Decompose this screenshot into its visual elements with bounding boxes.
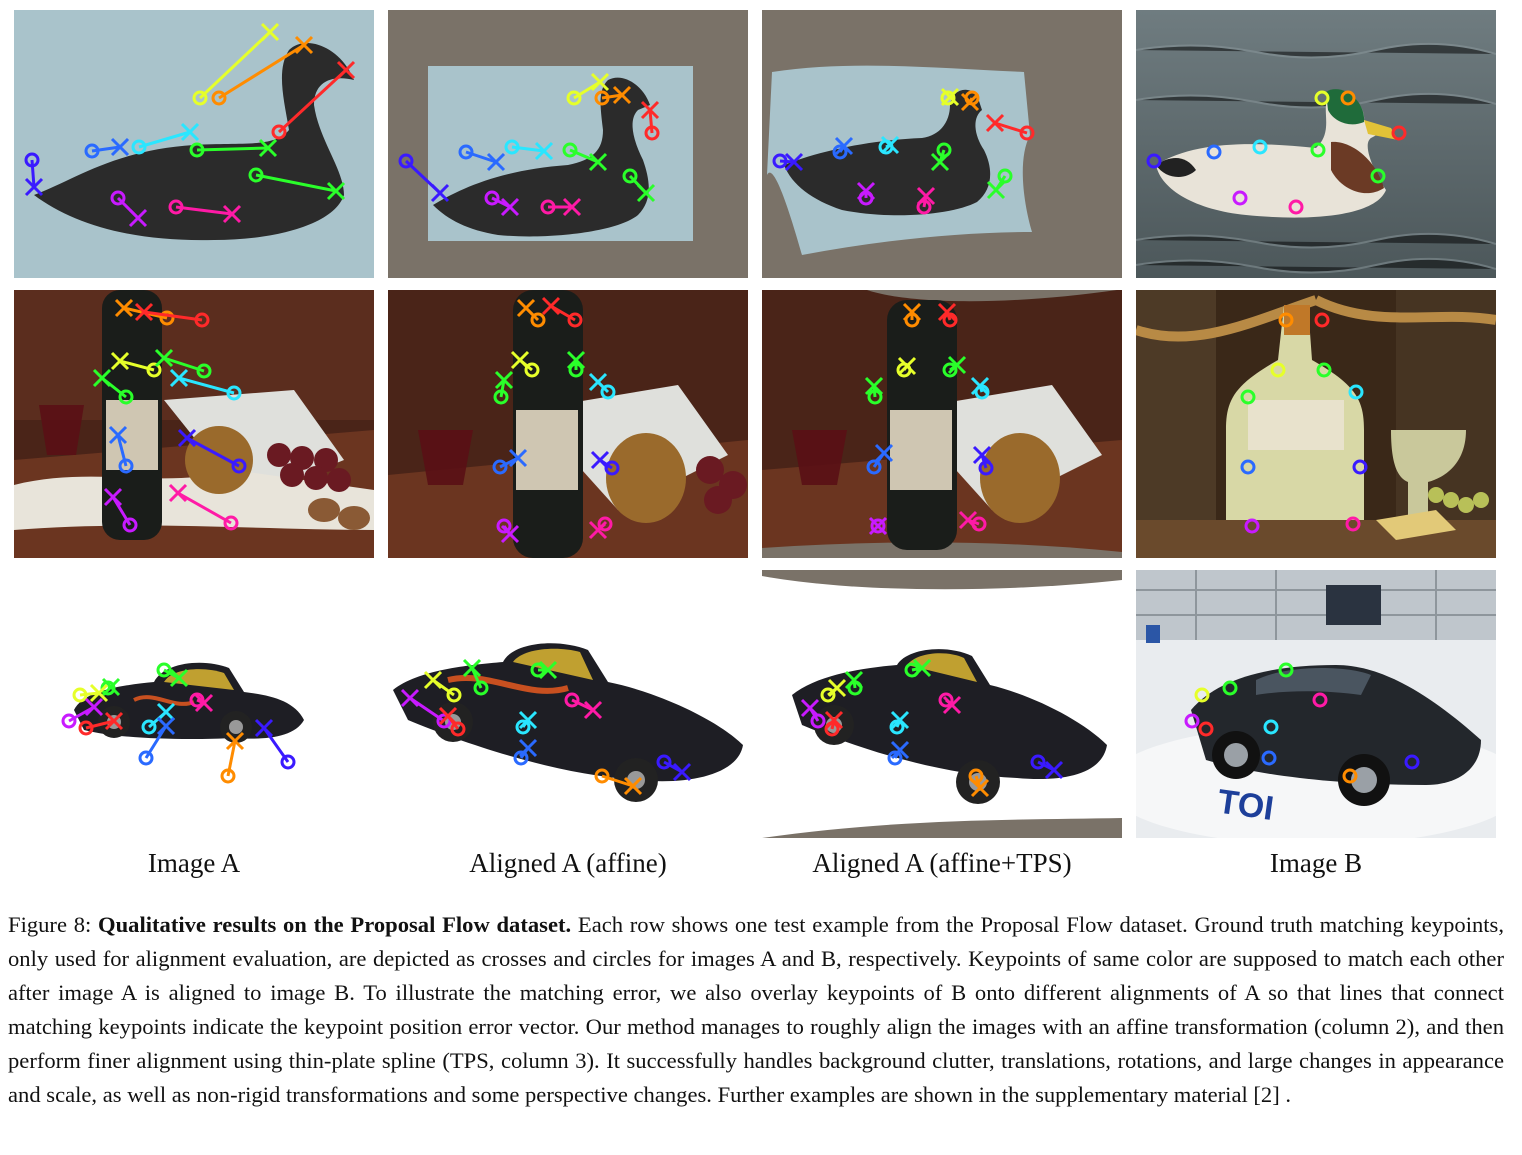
panel-duck-image-b [1136, 10, 1496, 278]
caption-text: Each row shows one test example from the… [8, 912, 1504, 1107]
caption-bold: Qualitative results on the Proposal Flow… [98, 912, 572, 937]
panel-car-aligned-tps [762, 570, 1122, 838]
caption-prefix: Figure 8: [8, 912, 99, 937]
duck-a-svg [14, 10, 374, 278]
column-label-image-b: Image B [1269, 848, 1363, 878]
column-label-aligned-tps: Aligned A (affine+TPS) [812, 848, 1072, 878]
column-label-aligned-affine: Aligned A (affine) [469, 848, 667, 878]
panel-duck-aligned-affine [388, 10, 748, 278]
panel-duck-image-a [14, 10, 374, 278]
panel-wine-aligned-affine [388, 290, 748, 558]
panel-wine-image-b [1136, 290, 1496, 558]
panel-wine-image-a [14, 290, 374, 558]
svg-text:TOI: TOI [1215, 783, 1276, 828]
panel-car-image-b: TOI [1136, 570, 1496, 838]
panel-car-image-a [14, 570, 374, 838]
column-label-image-a: Image A [147, 848, 241, 878]
panel-duck-aligned-tps [762, 10, 1122, 278]
figure-caption: Figure 8: Qualitative results on the Pro… [8, 908, 1504, 1112]
panel-car-aligned-affine [388, 570, 748, 838]
duck-a-keypoints [24, 22, 356, 228]
panel-wine-aligned-tps [762, 290, 1122, 558]
